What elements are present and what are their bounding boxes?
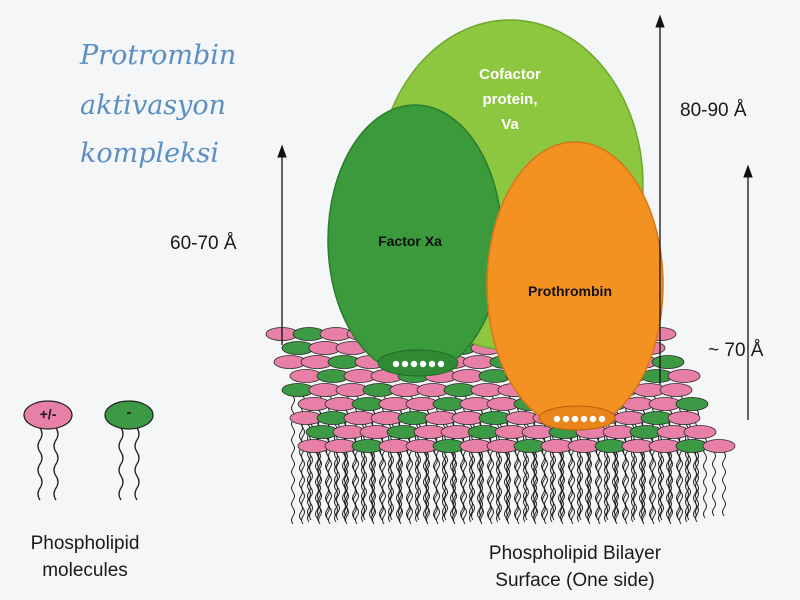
lipid-tail [425,451,429,517]
factor-xa-dimension: 60-70 Å [170,233,237,254]
lipid-tail [722,451,726,517]
lipid-head [651,355,685,369]
lipid-tails-layer [291,395,726,525]
legend-pink-head [23,400,73,430]
lipid-tail [631,451,635,517]
lipid-tail [398,451,402,517]
title-line-2: aktivasyon [80,90,227,121]
lipid-tail [325,437,329,519]
legend-green-symbol: - [126,404,132,421]
lipid-tail [317,451,321,517]
lipid-tail [560,451,564,517]
title-line-3: kompleksi [80,138,219,169]
lipid-tail [685,451,689,517]
molecules-caption-line1: Phospholipid [30,533,140,554]
factor-xa-gla-dots [392,360,445,368]
lipid-tail [307,451,311,517]
lipid-tail [344,451,348,517]
lipid-head [702,439,736,453]
lipid-tail [587,451,591,517]
lipid-tail [452,451,456,517]
lipid-tail [712,451,716,517]
cofactor-height-arrow [655,14,665,385]
lipid-tail [550,451,554,517]
lipid-tail [334,451,338,517]
lipid-tail [460,437,464,519]
lipid-head [683,425,717,439]
legend-pink-molecule [23,400,73,501]
prothrombin-dimension: ~ 70 Å [708,340,764,361]
lipid-tail [614,451,618,517]
cofactor-label-line1: Cofactor [479,66,541,83]
cofactor-label-line3: Va [501,116,519,133]
lipid-tail [352,437,356,519]
lipid-head [667,411,701,425]
lipid-tail [577,451,581,517]
lipid-tail [506,451,510,517]
lipid-tail [487,437,491,519]
lipid-tail [568,437,572,519]
lipid-tail [703,437,707,519]
lipid-tail [533,451,537,517]
lipid-tail [695,451,699,517]
lipid-tail [541,437,545,519]
lipid-tail [676,437,680,519]
lipid-tail [299,423,303,521]
lipid-tail [388,451,392,517]
lipid-tail [595,437,599,519]
cofactor-dimension: 80-90 Å [680,100,747,121]
lipid-head [675,397,709,411]
lipid-tail [479,451,483,517]
bilayer-caption-line1: Phospholipid Bilayer [488,543,662,564]
lipid-tail [415,451,419,517]
factor-xa-label: Factor Xa [378,233,442,249]
lipid-tail [433,437,437,519]
factor-xa-height-arrow [277,144,287,345]
title-line-1: Protrombin [80,40,237,71]
cofactor-label-line2: protein, [482,91,538,108]
lipid-tail [668,451,672,517]
prothrombin-height-arrow [743,164,753,420]
lipid-tail [649,437,653,519]
lipid-tail [514,437,518,519]
lipid-tail [658,451,662,517]
lipid-tail [496,451,500,517]
lipid-tail [523,451,527,517]
lipid-head [659,383,693,397]
lipid-tail [641,451,645,517]
prothrombin-gla-dots [553,415,606,423]
bilayer-caption: Phospholipid Bilayer Surface (One side) [445,540,705,594]
bilayer-caption-line2: Surface (One side) [495,570,655,591]
lipid-tail [469,451,473,517]
legend-pink-symbol: +/- [39,406,57,422]
factor-xa-gla-domain [377,349,459,377]
legend-green-head [104,400,154,430]
lipid-tail [406,437,410,519]
lipid-tail [371,451,375,517]
lipid-head [667,369,701,383]
lipid-tail [622,437,626,519]
legend-green-molecule [104,400,154,501]
cofactor-label: Cofactor protein, Va [440,62,580,137]
lipid-tail [604,451,608,517]
lipid-tail [361,451,365,517]
molecules-caption: Phospholipid molecules [10,530,160,584]
molecules-caption-line2: molecules [42,560,128,581]
lipid-tail [442,451,446,517]
prothrombin-label: Prothrombin [528,283,612,299]
lipid-tail [379,437,383,519]
